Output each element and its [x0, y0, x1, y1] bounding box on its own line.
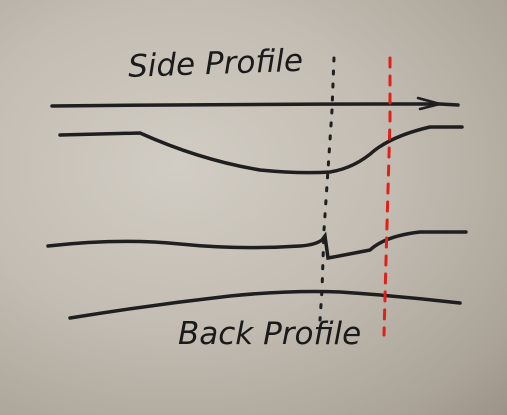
back-profile-curve — [46, 230, 468, 261]
black-dotted-guide-line — [318, 56, 336, 322]
back-profile-bottom-line — [68, 289, 462, 320]
side-profile-label: Side Profile — [127, 43, 303, 85]
red-dashed-guide-line — [382, 56, 392, 337]
side-profile-curve — [58, 125, 464, 175]
side-profile-top-line — [50, 102, 460, 108]
arrow-head-mark — [416, 96, 445, 111]
back-profile-label: Back Profile — [178, 316, 361, 352]
